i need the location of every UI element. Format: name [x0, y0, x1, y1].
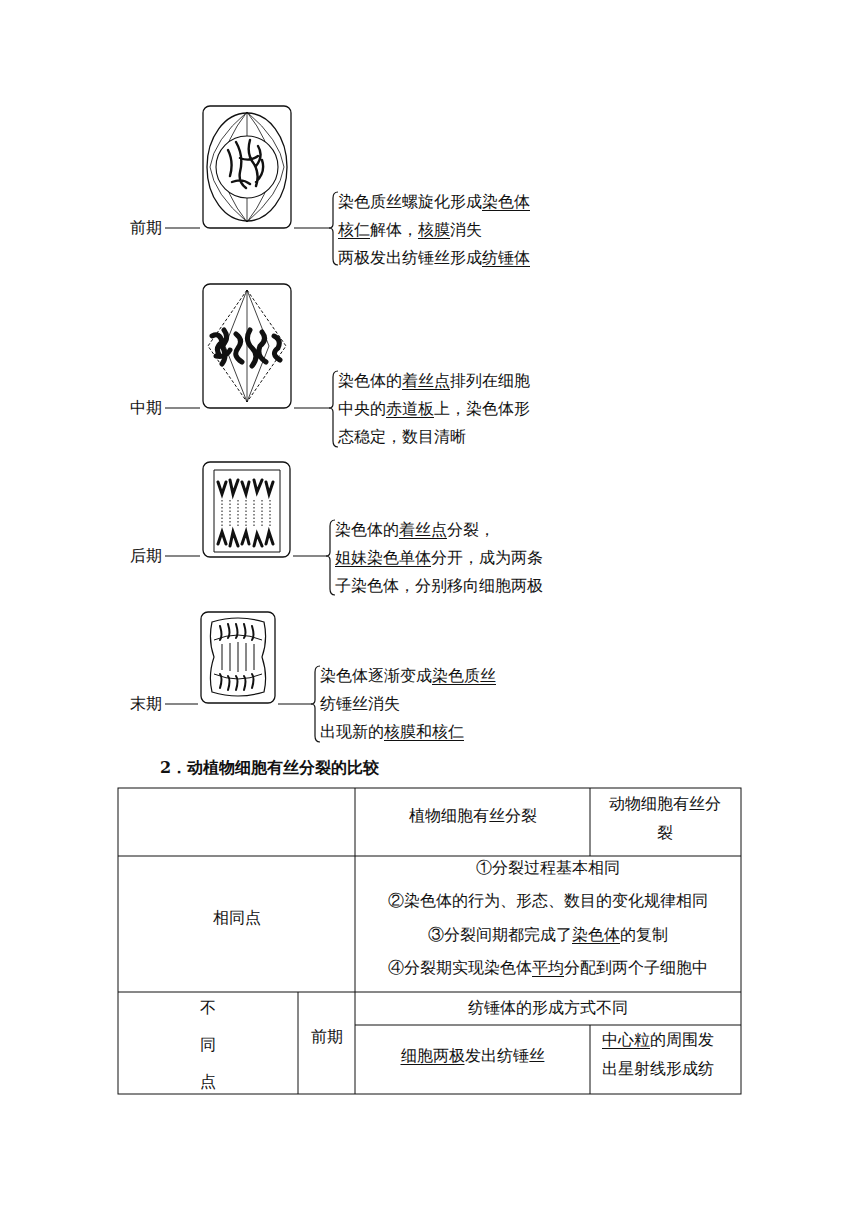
- table-cell: 动物细胞有丝分裂: [602, 789, 728, 847]
- telophase-cell-figure: [201, 612, 275, 703]
- table-cell: ①分裂过程基本相同: [355, 857, 741, 879]
- text-line: 态稳定，数目清晰: [338, 426, 466, 448]
- key-term: 赤道板: [386, 399, 434, 418]
- key-term: 中心粒: [602, 1030, 650, 1049]
- stage-note: 解体，: [370, 220, 418, 239]
- key-term: 平均: [532, 958, 564, 977]
- connector-lines: [165, 192, 338, 742]
- stage-name: 前期: [130, 217, 162, 239]
- stage-note: 分开，成为两条: [431, 548, 543, 567]
- table-cell: ②染色体的行为、形态、数目的变化规律相同: [355, 890, 741, 912]
- key-term: 染色质丝: [432, 666, 496, 685]
- stage-note: 染色体的: [338, 371, 402, 390]
- text-line: 中央的赤道板上，染色体形: [338, 398, 530, 420]
- stage-note: 上，染色体形: [434, 399, 530, 418]
- table-cell: 不同点: [200, 990, 216, 1100]
- stage-note: 子染色体，分别移向细胞两极: [335, 576, 543, 595]
- table-cell: 纺锤体的形成方式不同: [355, 997, 741, 1019]
- stage-note: 分裂，: [447, 520, 495, 539]
- text-line: 染色质丝螺旋化形成染色体: [338, 191, 530, 213]
- section-heading: 2．动植物细胞有丝分裂的比较: [160, 757, 379, 779]
- table-text: 发出纺锤丝: [465, 1046, 545, 1065]
- stage-note: 染色体的: [335, 520, 399, 539]
- stage-name: 中期: [130, 397, 162, 419]
- table-cell: ④分裂期实现染色体平均分配到两个子细胞中: [355, 957, 741, 979]
- stage-note: 出现新的: [320, 722, 384, 741]
- table-text: 分配到两个子细胞中: [564, 958, 708, 977]
- stage-note: 纺锤丝消失: [320, 694, 400, 713]
- key-term: 核膜和核仁: [384, 722, 464, 741]
- stage-name: 后期: [130, 546, 162, 565]
- text-line: 姐妹染色单体分开，成为两条: [335, 547, 543, 569]
- key-term: 核仁: [338, 220, 370, 239]
- stage-note: 消失: [450, 220, 482, 239]
- table-cell: 中心粒的周围发出星射线形成纺: [602, 1025, 724, 1083]
- prophase-cell-figure: [203, 106, 291, 228]
- stage-note: 染色体逐渐变成: [320, 666, 432, 685]
- text-line: 两极发出纺锤丝形成纺锤体: [338, 247, 530, 269]
- stage-name: 后期: [130, 545, 162, 567]
- text-line: 染色体的着丝点排列在细胞: [338, 370, 530, 392]
- key-term: 着丝点: [402, 371, 450, 390]
- table-cell: 前期: [298, 1026, 355, 1048]
- table-text: ④分裂期实现染色体: [388, 958, 532, 977]
- key-term: 着丝点: [399, 520, 447, 539]
- stage-note: 态稳定，数目清晰: [338, 427, 466, 446]
- key-term: 纺锤体: [482, 248, 530, 267]
- stage-name: 中期: [130, 398, 162, 417]
- table-cell: ③分裂间期都完成了染色体的复制: [355, 924, 741, 946]
- table-text: 的复制: [620, 925, 668, 944]
- text-line: 染色体逐渐变成染色质丝: [320, 665, 496, 687]
- key-term: 细胞两极: [401, 1046, 465, 1065]
- text-line: 核仁解体，核膜消失: [338, 219, 482, 241]
- key-term: 染色体: [572, 925, 620, 944]
- stage-note: 排列在细胞: [450, 371, 530, 390]
- table-text: ③分裂间期都完成了: [428, 925, 572, 944]
- table-cell: 相同点: [118, 907, 355, 929]
- text-line: 子染色体，分别移向细胞两极: [335, 575, 543, 597]
- stage-note: 中央的: [338, 399, 386, 418]
- key-term: 染色体: [482, 192, 530, 211]
- stage-note: 两极发出纺锤丝形成: [338, 248, 482, 267]
- anaphase-cell-figure: [203, 462, 290, 557]
- stage-name: 末期: [130, 693, 162, 715]
- table-cell: 细胞两极发出纺锤丝: [355, 1045, 590, 1067]
- text-line: 出现新的核膜和核仁: [320, 721, 464, 743]
- text-line: 纺锤丝消失: [320, 693, 400, 715]
- stage-note: 染色质丝螺旋化形成: [338, 192, 482, 211]
- text-line: 染色体的着丝点分裂，: [335, 519, 495, 541]
- stage-name: 前期: [130, 218, 162, 237]
- key-term: 姐妹染色单体: [335, 548, 431, 567]
- stage-name: 末期: [130, 694, 162, 713]
- metaphase-cell-figure: [203, 284, 291, 408]
- key-term: 核膜: [418, 220, 450, 239]
- table-cell: 植物细胞有丝分裂: [355, 805, 590, 827]
